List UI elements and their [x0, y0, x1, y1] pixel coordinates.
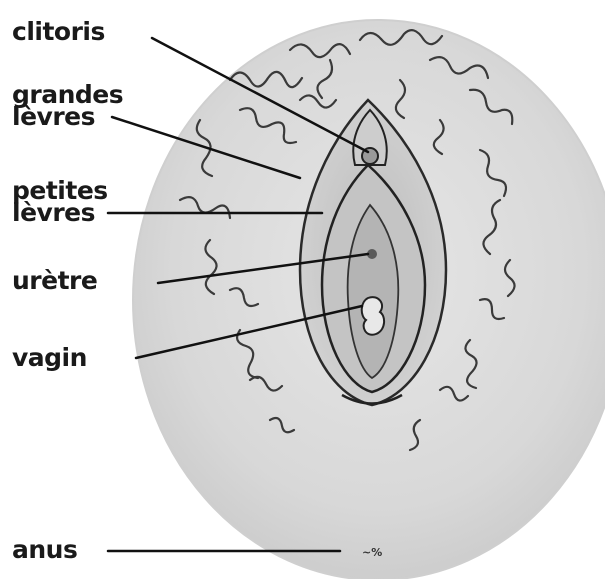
label-uretre: urètre: [12, 269, 97, 293]
label-grandes-levres: grandes lèvres: [12, 84, 123, 128]
vaginal-opening-shape: [362, 297, 384, 335]
label-clitoris: clitoris: [12, 20, 105, 44]
label-petites-levres: petites lèvres: [12, 180, 108, 224]
label-vagin: vagin: [12, 346, 87, 370]
label-anus: anus: [12, 538, 77, 562]
anus-mark: ~%: [362, 546, 382, 559]
